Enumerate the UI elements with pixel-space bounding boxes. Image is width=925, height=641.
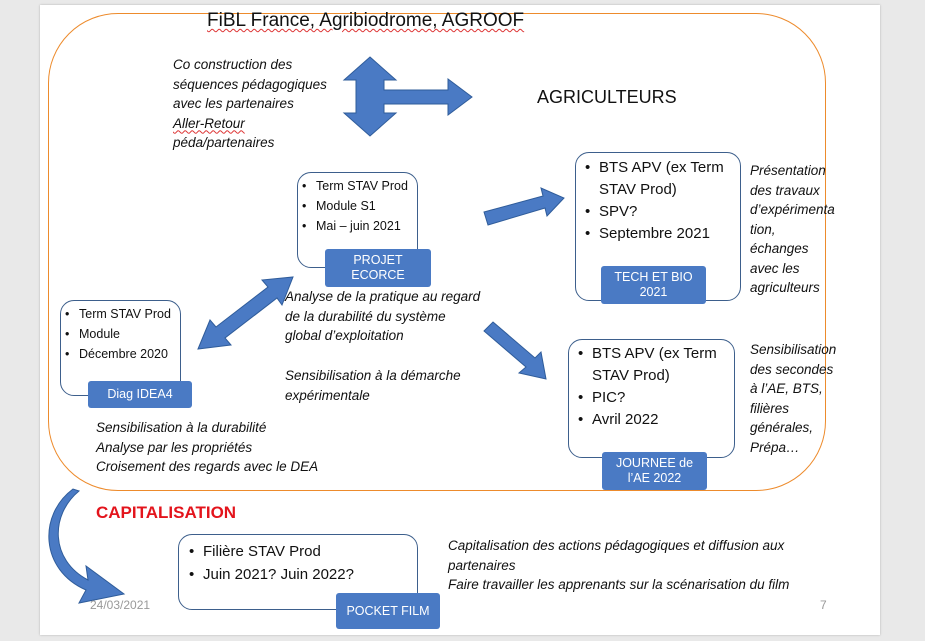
tag-diag: Diag IDEA4 [88,381,192,408]
arrow-to-tech-icon [483,187,565,226]
coconstruction-note: Co construction des séquences pédagogiqu… [173,57,327,150]
title: FiBL France, Agribiodrome, AGROOF [207,10,525,31]
card-tech-item: Septembre 2021 [585,223,740,245]
footer-page: 7 [820,598,827,612]
demarche-note: Sensibilisation à la démarche expériment… [285,368,461,403]
card-journee-item: Avril 2022 [578,409,734,431]
card-projet-item: Mai – juin 2021 [302,216,417,236]
capitalisation-title: CAPITALISATION [96,503,237,522]
card-pocket-item: Filière STAV Prod [189,540,417,563]
card-projet-item: Term STAV Prod [302,176,417,196]
card-tech-item: SPV? [585,201,740,223]
curved-arrow-icon [48,488,126,604]
cross-arrow-icon [342,56,473,137]
card-diag-item: Term STAV Prod [65,304,180,324]
card-journee-item: PIC? [578,387,734,409]
secondes-note: Sensibilisation des secondes à l’AE, BTS… [750,342,837,455]
tag-pocket: POCKET FILM [336,593,440,629]
card-diag-item: Décembre 2020 [65,344,180,364]
card-diag-item: Module [65,324,180,344]
analyse-note: Analyse de la pratique au regard de la d… [285,289,481,343]
card-projet-item: Module S1 [302,196,417,216]
diag-notes: Sensibilisation à la durabilité Analyse … [96,420,319,474]
presentation-note: Présentation des travaux d’expérimenta t… [750,163,835,295]
card-diag: Term STAV Prod Module Décembre 2020 [60,300,181,396]
capitalisation-notes: Capitalisation des actions pédagogiques … [448,538,790,592]
arrow-to-journee-icon [483,321,547,380]
double-arrow-icon [197,276,294,350]
footer-date: 24/03/2021 [90,598,151,612]
agriculteurs-label: AGRICULTEURS [537,87,677,107]
rounded-frame [48,13,826,491]
card-pocket-item: Juin 2021? Juin 2022? [189,563,417,586]
